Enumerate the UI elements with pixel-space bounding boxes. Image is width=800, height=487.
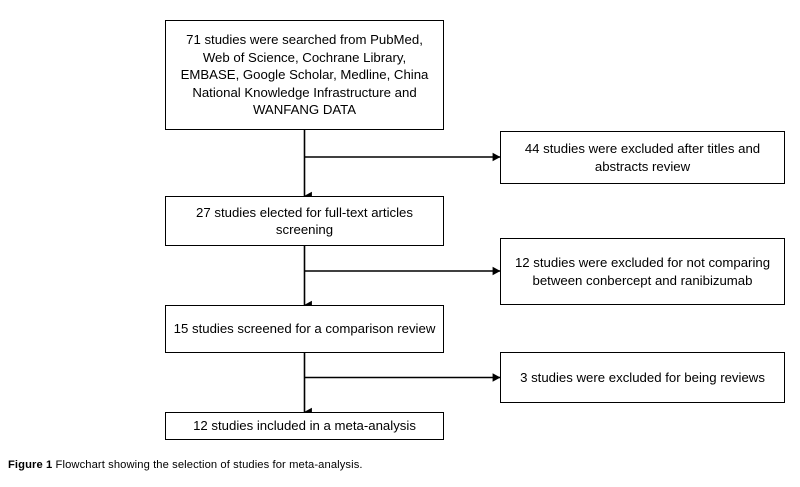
flow-node-included-meta-analysis: 12 studies included in a meta-analysis (165, 412, 444, 440)
connector-identification (303, 130, 501, 201)
flow-node-comparison-review: 15 studies screened for a comparison rev… (165, 305, 444, 353)
figure-caption-label: Figure 1 (8, 459, 53, 471)
connector-full-text-screening (303, 246, 501, 310)
figure-caption: Figure 1 Flowchart showing the selection… (8, 458, 788, 473)
flow-node-identification: 71 studies were searched from PubMed, We… (165, 20, 444, 130)
flow-node-excluded-titles-abstracts: 44 studies were excluded after titles an… (500, 131, 785, 184)
flow-node-excluded-reviews: 3 studies were excluded for being review… (500, 352, 785, 403)
flow-node-excluded-not-comparing: 12 studies were excluded for not compari… (500, 238, 785, 305)
flow-node-full-text-screening: 27 studies elected for full-text article… (165, 196, 444, 246)
figure-caption-text: Flowchart showing the selection of studi… (55, 459, 363, 471)
connector-comparison-review (303, 353, 501, 417)
